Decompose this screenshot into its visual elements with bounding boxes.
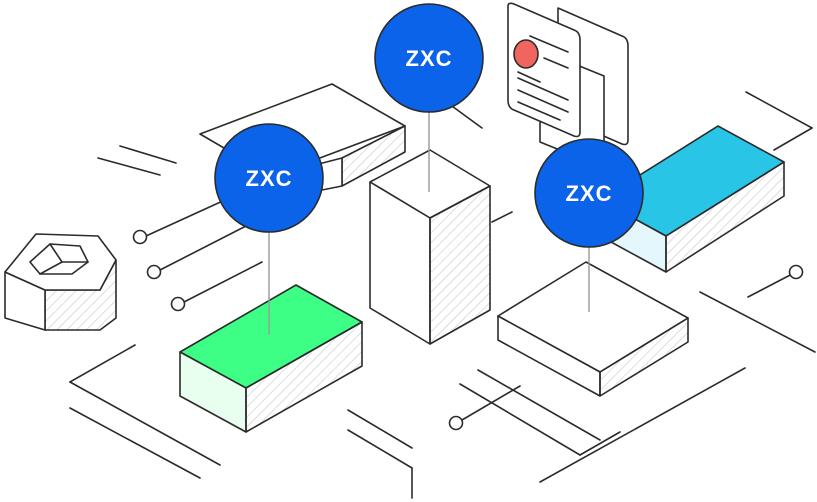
green-block xyxy=(179,284,363,433)
connector-pins xyxy=(132,193,804,431)
badge-left-label: ZXC xyxy=(246,166,293,191)
badge-left[interactable]: ZXC xyxy=(214,123,324,233)
badge-left-circle xyxy=(214,123,324,233)
tall-box xyxy=(369,149,491,345)
connector-node xyxy=(448,415,464,431)
badge-right[interactable]: ZXC xyxy=(534,138,644,248)
badge-center-label: ZXC xyxy=(406,46,453,71)
badge-center-circle xyxy=(374,3,484,113)
connector-node xyxy=(146,264,162,280)
flat-box xyxy=(497,261,689,397)
connector-node xyxy=(132,229,148,245)
badge-center[interactable]: ZXC xyxy=(374,3,484,113)
badge-pins xyxy=(268,112,590,335)
circuit-lines xyxy=(69,89,816,499)
document-avatar-dot xyxy=(513,39,539,69)
connector-node xyxy=(788,264,804,280)
connector-node xyxy=(170,296,186,312)
hexagon-nut xyxy=(4,233,117,331)
badge-right-circle xyxy=(534,138,644,248)
badge-right-label: ZXC xyxy=(566,181,613,206)
